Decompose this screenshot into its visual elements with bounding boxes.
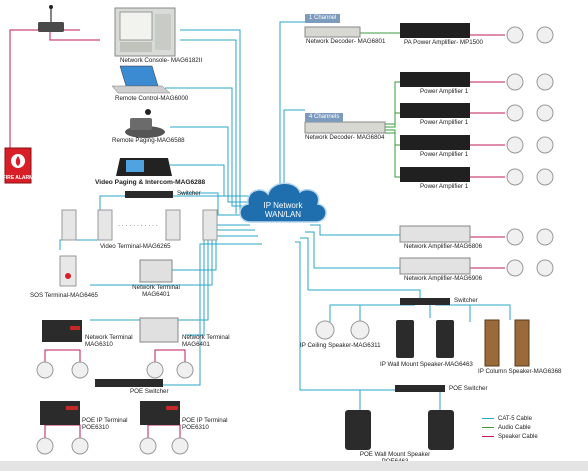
label-network-amp-2: Network Amplifier-MAG6906 [404, 275, 483, 282]
label-sos-terminal: SOS Terminal-MAG6465 [30, 292, 98, 299]
video-paging-unit [116, 158, 172, 176]
label-network-terminal-c: Network Terminal MAG6401 [182, 334, 230, 348]
legend-label-cat5: CAT-5 Cable [498, 416, 532, 422]
fire-alarm-label: FIRE ALARM [2, 175, 34, 181]
video-terminals [61, 209, 218, 241]
network-console [114, 7, 176, 57]
cloud-line-2: WAN/LAN [264, 210, 302, 219]
switcher-right [400, 298, 450, 305]
network-terminal-6310 [42, 320, 82, 342]
legend-speaker: Speaker Cable [482, 434, 538, 441]
legend-cat5: CAT-5 Cable [482, 416, 532, 423]
label-wall-speaker: IP Wall Mount Speaker-MAG6463 [380, 361, 473, 368]
ip-wall-speakers [396, 320, 454, 358]
cloud-line-1: IP Network [263, 201, 303, 210]
label-poe-switcher-right: POE Switcher [449, 385, 488, 392]
label-power-amp-3: Power Amplifier 1 [420, 151, 469, 158]
laptop [111, 65, 171, 94]
label-remote-paging: Remote Paging-MAG6588 [112, 137, 185, 144]
label-video-terminal: Video Terminal-MAG6265 [100, 243, 171, 250]
poe-ip-terminals [40, 401, 180, 425]
label-switcher-right: Switcher [454, 297, 478, 304]
ceiling-speakers-left [36, 361, 194, 455]
cat5-cables [59, 21, 511, 410]
label-poe-ip-terminal-b: POE IP Terminal POE6310 [182, 417, 228, 431]
tag-one-channel: 1 Channel [305, 14, 341, 23]
label-power-amp-4: Power Amplifier 1 [420, 183, 469, 190]
label-video-paging: Video Paging & Intercom-MAG6288 [95, 179, 206, 186]
label-ceiling-speaker: IP Ceiling Speaker-MAG6311 [300, 342, 381, 349]
ip-ceiling-speakers [315, 320, 370, 340]
label-poe-ip-terminal-a: POE IP Terminal POE6310 [82, 417, 128, 431]
legend-audio: Audio Cable [482, 425, 531, 432]
poe-switcher-right [395, 385, 445, 392]
poe-switcher-left [95, 379, 163, 387]
legend-swatch-speaker [482, 435, 494, 437]
label-pa-amp: PA Power Amplifier- MP1500 [404, 39, 483, 46]
decoder-1ch [304, 26, 361, 38]
amp-speakers-right [506, 26, 554, 277]
paging-mic-station [38, 5, 64, 32]
ip-network-cloud [239, 182, 327, 223]
network-terminal-6401-b [139, 317, 179, 343]
decoder-4ch [304, 121, 386, 134]
label-poe-switcher-left: POE Switcher [130, 388, 169, 395]
sos-terminal [59, 255, 77, 287]
label-remote-control: Remote Control-MAG6000 [115, 95, 189, 102]
legend-label-speaker: Speaker Cable [498, 434, 538, 440]
label-network-terminal-b: Network Terminal MAG6310 [85, 334, 133, 348]
label-column-speaker: IP Column Speaker-MAG6368 [478, 368, 562, 375]
power-amplifiers [400, 72, 470, 182]
label-switcher-left: Switcher [177, 190, 201, 197]
cloud-label: IP Network WAN/LAN [253, 201, 313, 219]
switcher-left [125, 191, 173, 198]
tag-four-channels: 4 Channels [305, 113, 344, 122]
label-power-amp-1: Power Amplifier 1 [420, 88, 469, 95]
label-decoder-4: Network Decoder- MAG6804 [305, 134, 385, 141]
label-network-amp-1: Network Amplifier-MAG6806 [404, 243, 483, 250]
bottom-bar [0, 461, 588, 471]
pa-power-amplifier [400, 23, 470, 38]
remote-paging-station [125, 109, 165, 138]
label-network-terminal-a: Network Terminal MAG6401 [132, 284, 180, 298]
network-amplifiers [399, 225, 471, 275]
network-terminal-6401-a [139, 259, 173, 283]
audio-cables [360, 32, 400, 178]
legend-swatch-audio [482, 426, 494, 428]
legend-swatch-cat5 [482, 417, 494, 419]
fire-alarm-icon [4, 147, 32, 184]
speaker-cables [9, 29, 505, 440]
label-decoder-1: Network Decoder- MAG6801 [306, 38, 386, 45]
label-video-terminal-dots: · · · · · · · · · · · [118, 222, 158, 229]
legend-label-audio: Audio Cable [498, 425, 531, 431]
poe-wall-speakers [345, 410, 454, 450]
label-network-console: Network Console- MAG6182II [120, 57, 203, 64]
label-power-amp-2: Power Amplifier 1 [420, 119, 469, 126]
ip-column-speakers [484, 319, 530, 367]
